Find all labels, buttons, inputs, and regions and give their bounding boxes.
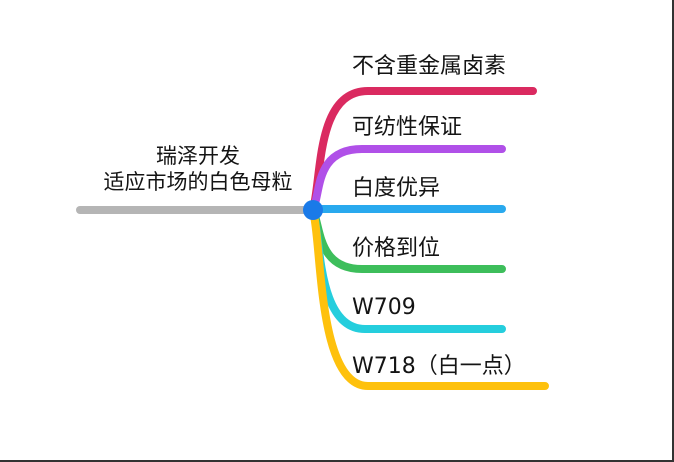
branch-node-6[interactable]: W718（白一点） xyxy=(352,354,526,379)
branch-node-3[interactable]: 白度优异 xyxy=(352,176,441,201)
branch-node-5[interactable]: W709 xyxy=(352,295,416,320)
collapse-hub-dot[interactable] xyxy=(303,200,323,220)
root-title-line2: 适应市场的白色母粒 xyxy=(103,170,293,194)
branch-line-6 xyxy=(309,207,549,390)
branch-node-1[interactable]: 不含重金属卤素 xyxy=(352,54,507,79)
branch-node-2[interactable]: 可纺性保证 xyxy=(352,115,463,140)
branch-node-4[interactable]: 价格到位 xyxy=(352,236,441,261)
root-node[interactable]: 瑞泽开发 适应市场的白色母粒 xyxy=(70,143,326,195)
root-title-line1: 瑞泽开发 xyxy=(156,144,240,168)
